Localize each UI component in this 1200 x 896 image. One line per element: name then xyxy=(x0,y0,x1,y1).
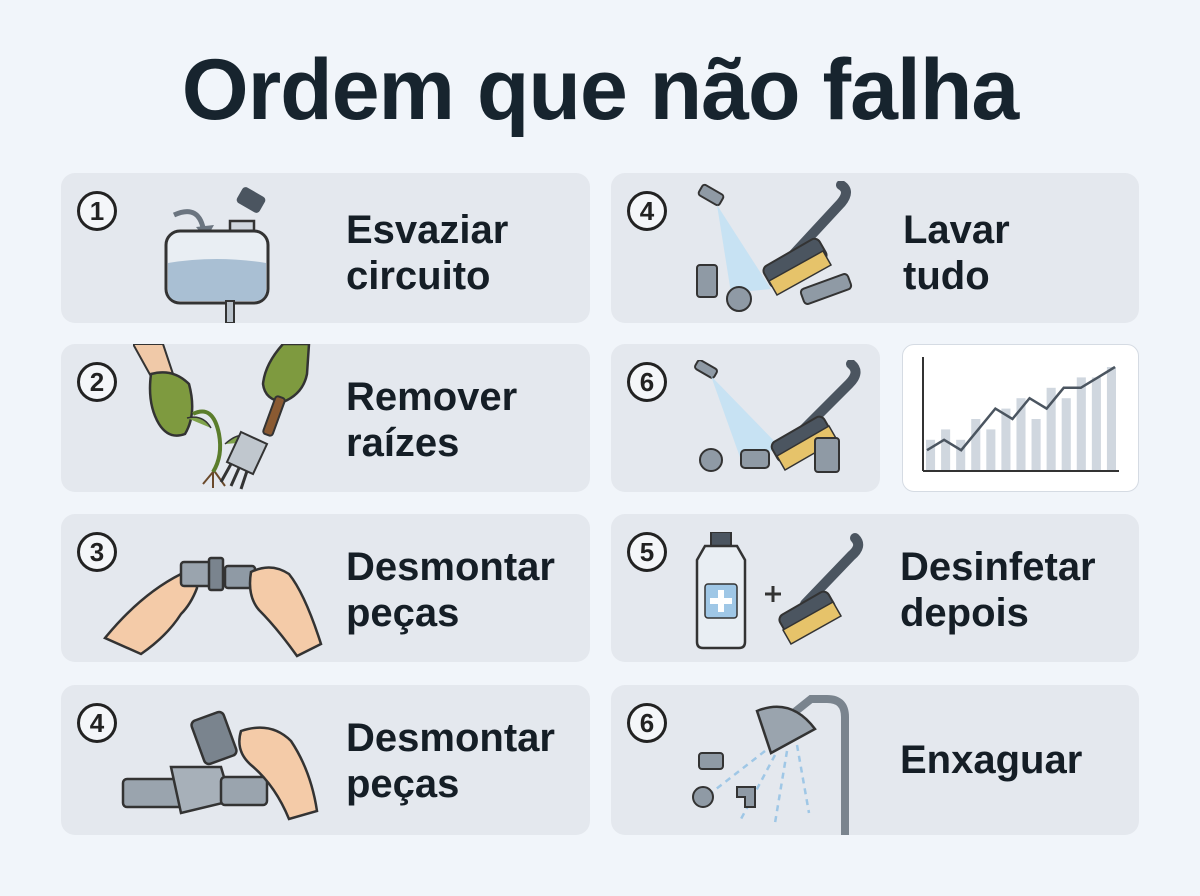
chart-bar xyxy=(941,429,951,471)
chart-bar xyxy=(1031,419,1041,471)
chart-bar xyxy=(1046,387,1056,471)
step-number: 6 xyxy=(627,362,667,402)
step-label: Enxaguar xyxy=(900,738,1083,782)
chart-line xyxy=(926,365,1116,452)
disinfectant-brush-icon xyxy=(695,532,864,650)
chart-bar xyxy=(1106,367,1116,471)
growth-chart xyxy=(922,357,1119,472)
step-number: 3 xyxy=(77,532,117,572)
chart-bar xyxy=(1016,398,1026,471)
spray-brush-parts-icon xyxy=(694,360,861,473)
gloves-roots-icon xyxy=(133,344,311,490)
chart-bar xyxy=(1076,377,1086,471)
chart-bar xyxy=(1061,398,1071,471)
page-title: Ordem que não falha xyxy=(181,42,1019,138)
step-card-wash-short: 6 xyxy=(611,344,880,492)
chart-bar xyxy=(971,419,981,471)
step-number: 4 xyxy=(77,703,117,743)
chart-bar xyxy=(1091,377,1101,471)
pipe-fitting-hand-icon xyxy=(121,710,319,821)
chart-bar xyxy=(926,439,936,471)
chart-bar xyxy=(986,429,996,471)
chart-bar xyxy=(1001,408,1011,471)
step-number: 1 xyxy=(77,191,117,231)
shower-head-icon xyxy=(692,695,849,835)
step-number: 2 xyxy=(77,362,117,402)
hands-fittings-icon xyxy=(102,556,323,658)
step-number: 5 xyxy=(627,532,667,572)
spray-brush-parts-icon xyxy=(696,181,853,312)
step-number: 6 xyxy=(627,703,667,743)
chart-bar xyxy=(956,439,966,471)
step-card-rinse: 6 Enxaguar xyxy=(611,685,1139,835)
step-number: 4 xyxy=(627,191,667,231)
growth-chart-card xyxy=(902,344,1139,492)
tank-drain-icon xyxy=(164,187,270,323)
